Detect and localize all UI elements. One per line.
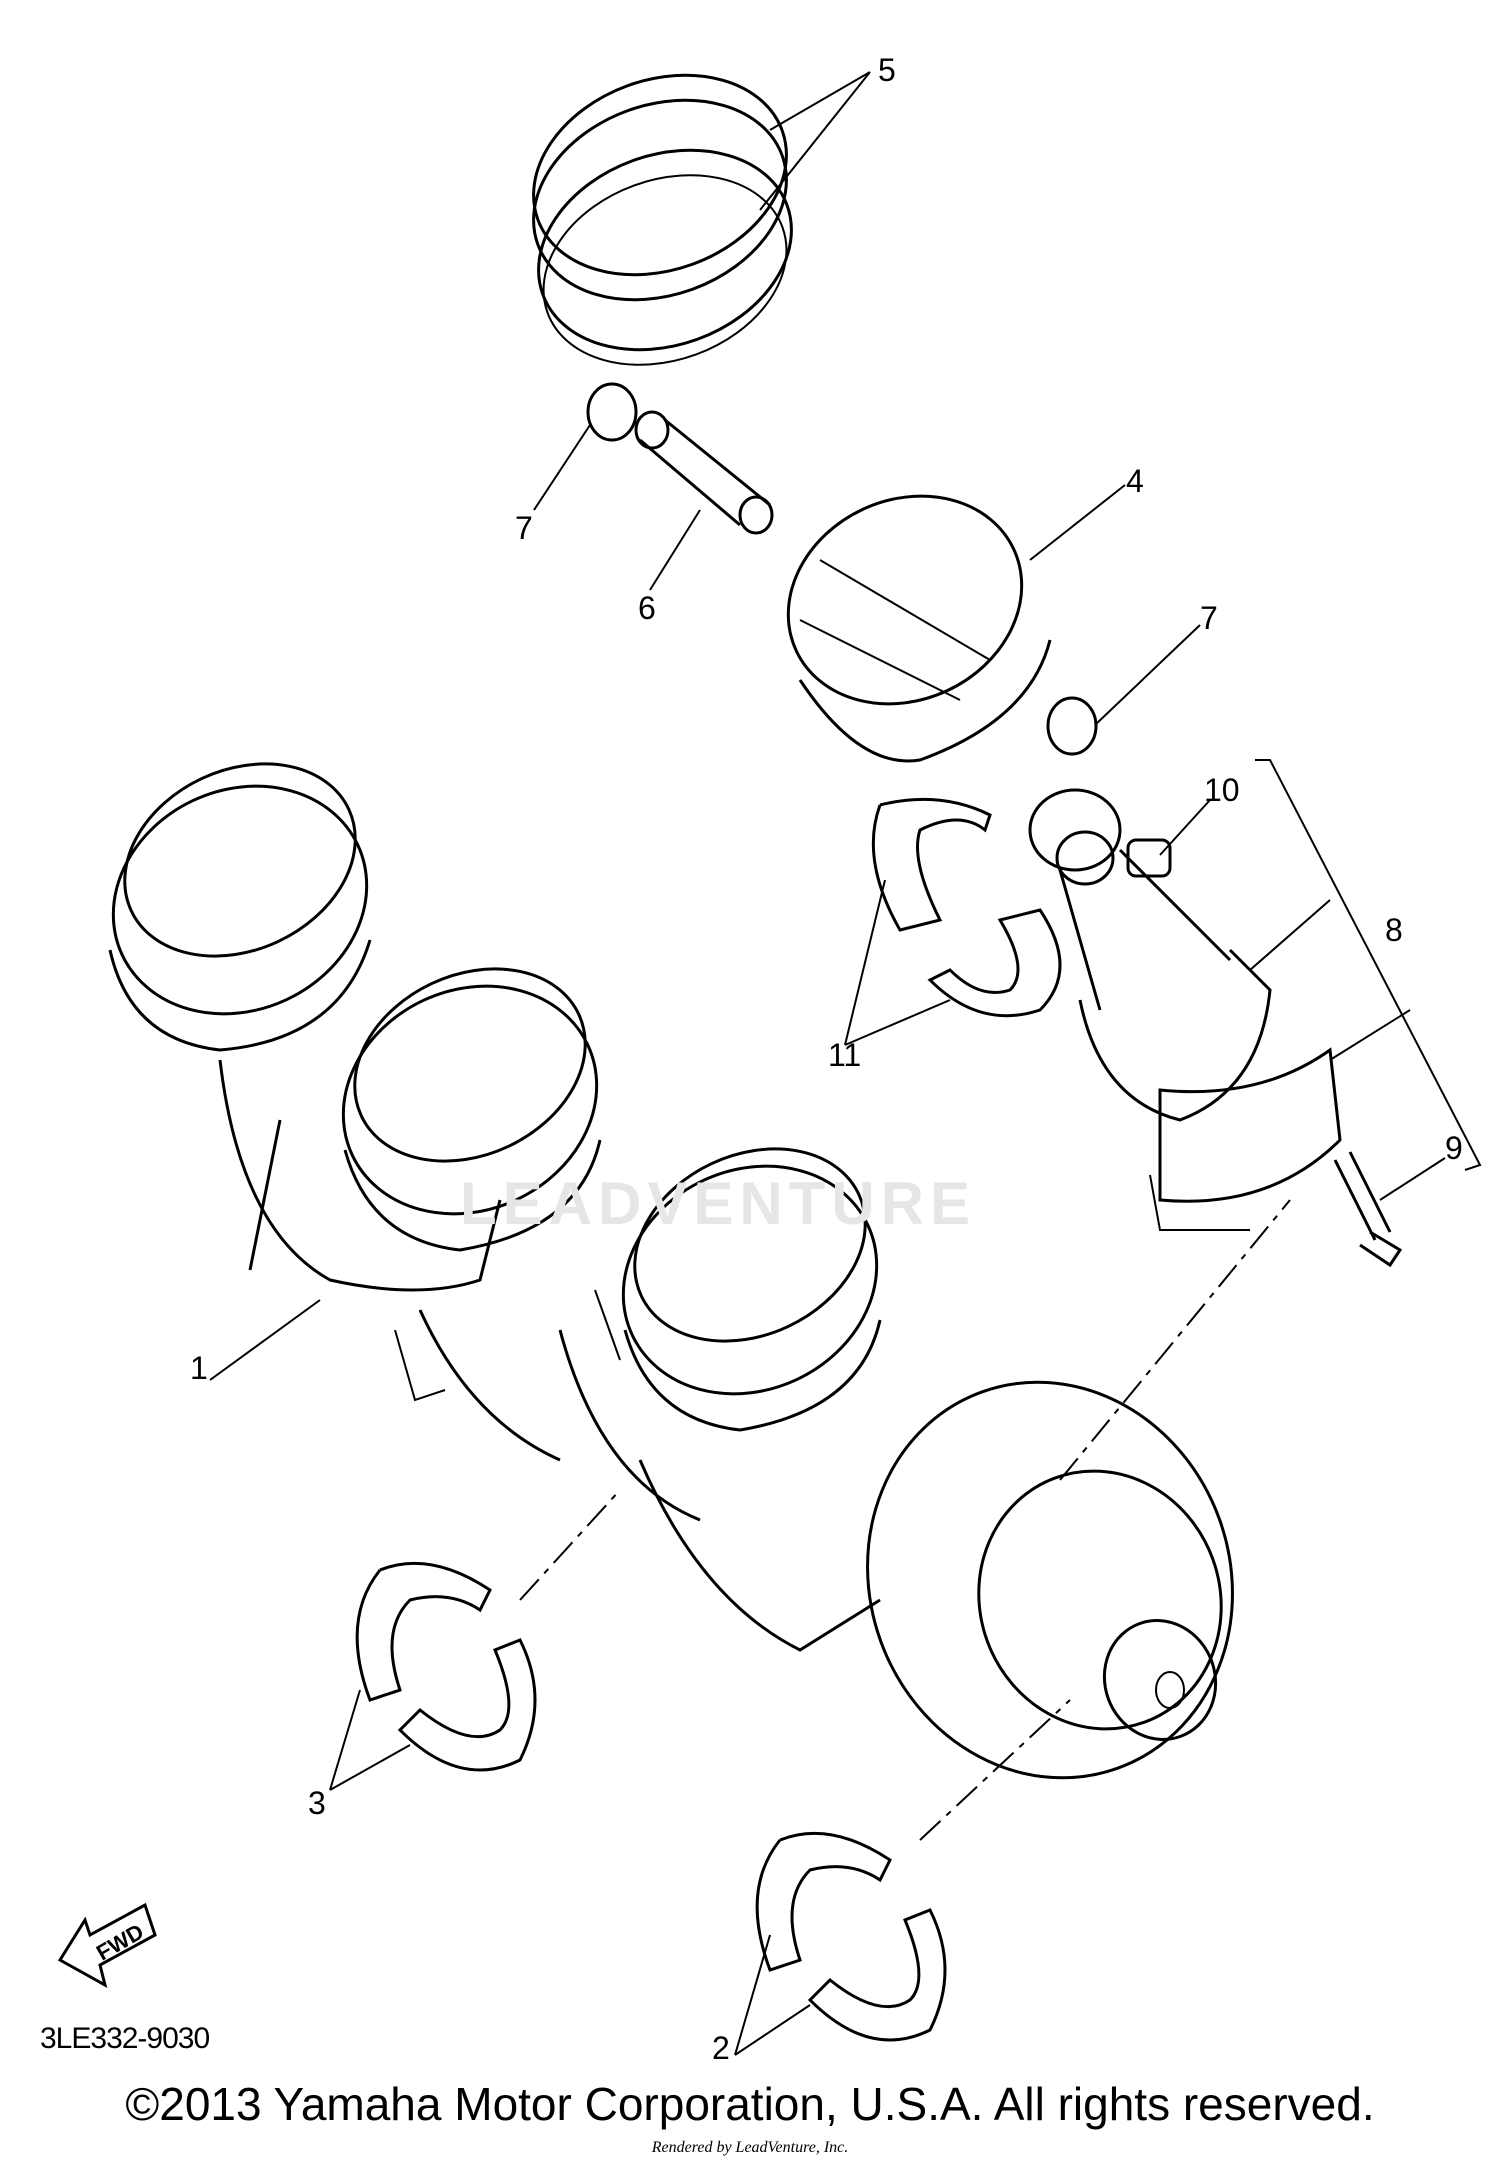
fwd-label: FWD [92,1919,148,1966]
callout-4[interactable]: 4 [1126,463,1144,499]
callout-10[interactable]: 10 [1204,772,1240,808]
crank-pistons [123,762,867,1343]
bolt [1333,1151,1403,1268]
fwd-arrow-icon: FWD [57,1902,157,1988]
callout-3[interactable]: 3 [308,1785,326,1821]
callout-5[interactable]: 5 [878,52,896,88]
piston [786,494,1052,763]
piston-rings [532,73,793,366]
callout-6[interactable]: 6 [638,590,656,626]
leader-lines [209,71,1482,2056]
callout-7[interactable]: 7 [1200,600,1218,636]
connecting-rod [1028,788,1342,1231]
main-bearings-3 [355,1561,537,1772]
piston-pin [634,410,774,535]
callout-2[interactable]: 2 [712,2030,730,2066]
copyright-notice: ©2013 Yamaha Motor Corporation, U.S.A. A… [125,2078,1375,2130]
circlip-lower [1046,696,1098,756]
callout-1[interactable]: 1 [190,1350,208,1386]
callout-7[interactable]: 7 [515,510,533,546]
callout-11[interactable]: 11 [828,1037,862,1073]
conrod-bearings [871,797,1062,1018]
callout-9[interactable]: 9 [1445,1130,1463,1166]
crankshaft-assembly [108,784,1234,1780]
callout-8[interactable]: 8 [1385,912,1403,948]
nut [1126,838,1172,878]
diagram-code: 3LE332-9030 [40,2022,210,2055]
circlip-upper [586,382,638,442]
watermark: LEADVENTURE [460,1170,977,1237]
main-bearings-2 [755,1831,947,2042]
render-credit: Rendered by LeadVenture, Inc. [651,2139,849,2156]
